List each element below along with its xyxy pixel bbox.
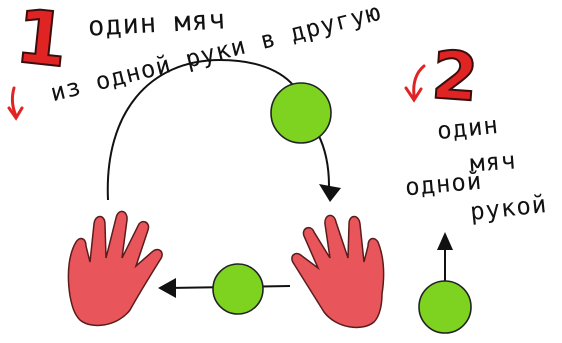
ball-in-air — [270, 82, 332, 144]
drop-arrowhead — [319, 184, 341, 202]
throw-arc — [106, 58, 301, 201]
right-hand — [291, 214, 385, 329]
step2-marker-arrow — [404, 64, 426, 103]
step2-number: 2 — [428, 35, 481, 117]
step1-marker-arrow — [7, 86, 24, 121]
ball-one-hand — [418, 280, 472, 334]
step1-caption-line1: один мяч — [87, 4, 227, 43]
ball-pass — [212, 263, 264, 315]
step2-caption-line1: один — [435, 110, 501, 146]
drop-path — [317, 133, 330, 187]
toss-arrowhead — [437, 232, 453, 250]
left-hand — [67, 210, 163, 327]
step2-caption-line3: одной — [403, 166, 484, 202]
pass-arrowhead — [158, 278, 176, 298]
step1-number: 1 — [11, 0, 73, 85]
